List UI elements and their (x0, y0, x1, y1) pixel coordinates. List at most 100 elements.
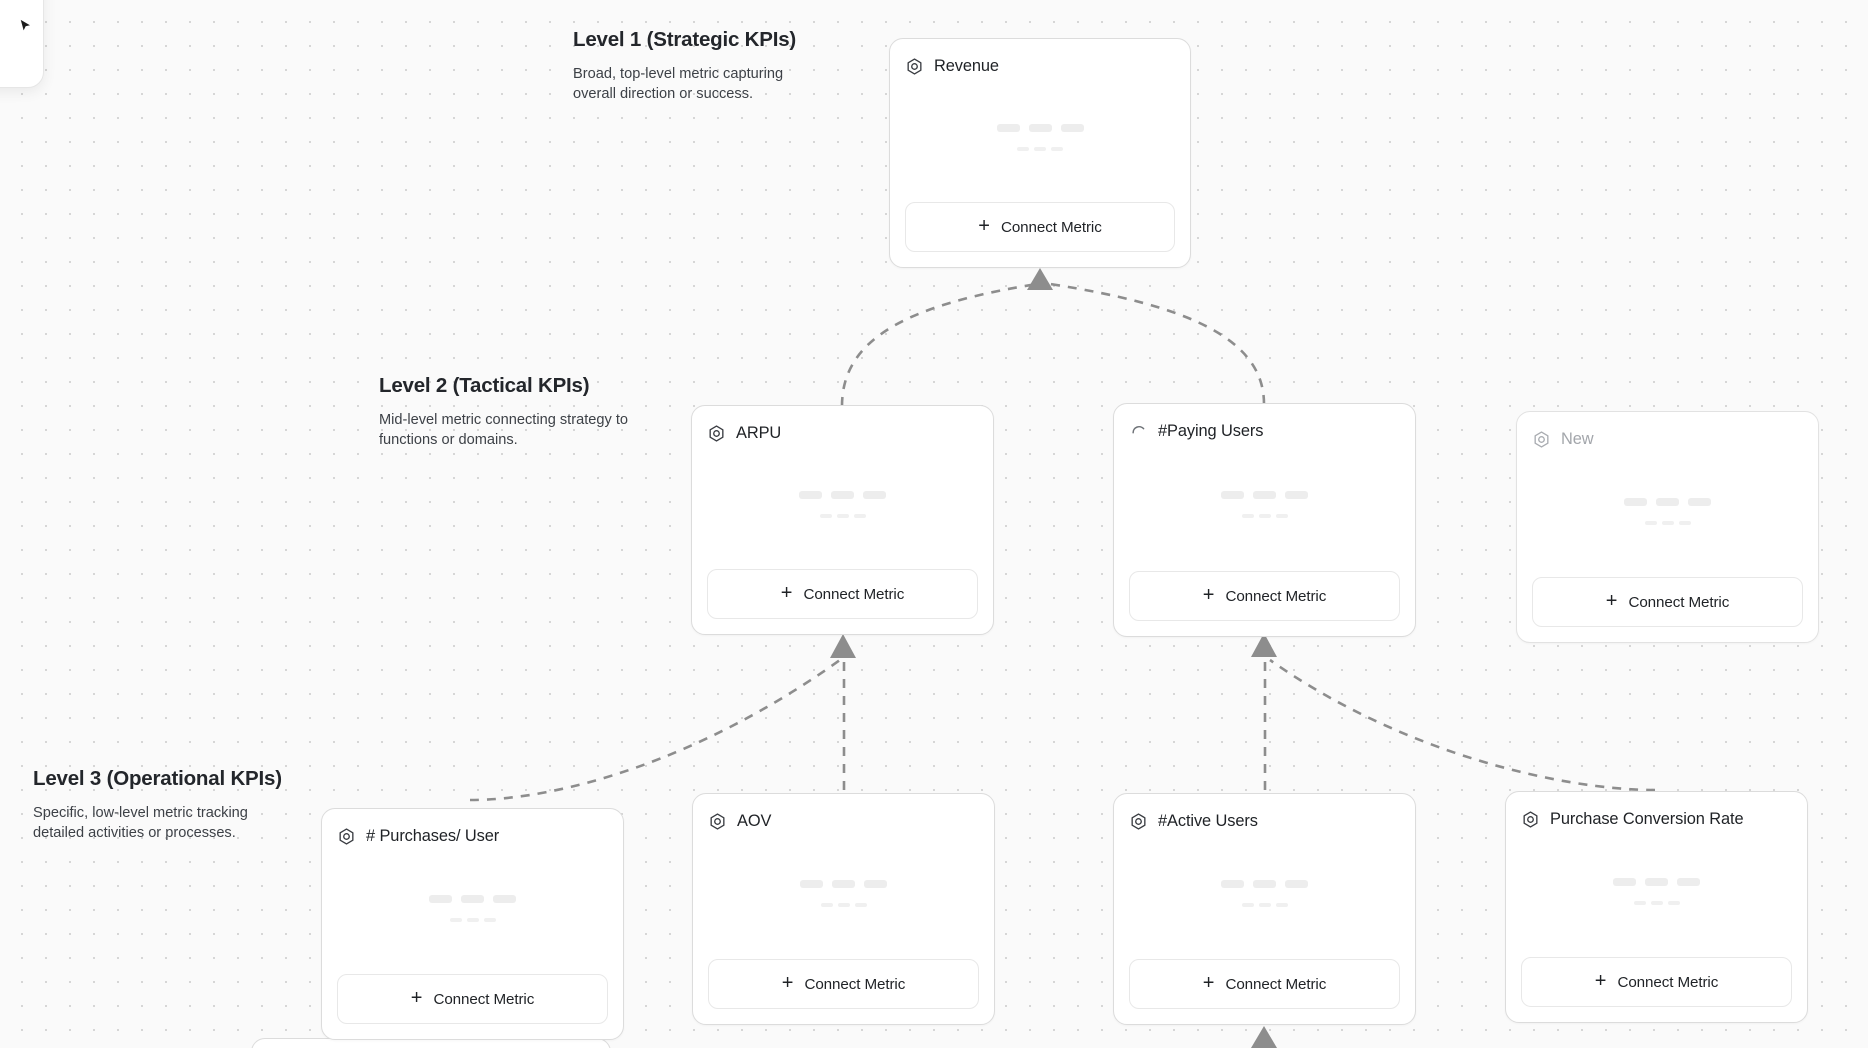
card-skeleton-body (707, 446, 978, 569)
plus-icon: + (781, 972, 794, 994)
skeleton-bar (1028, 124, 1052, 132)
connect-metric-button[interactable]: + Connect Metric (905, 202, 1175, 252)
metric-card-paying-users[interactable]: #Paying Users + Connect Metric (1113, 403, 1416, 637)
skeleton-row-small (449, 918, 496, 922)
connect-metric-label: Connect Metric (1617, 973, 1719, 991)
skeleton-row-small (820, 903, 867, 907)
skeleton-bar (853, 514, 866, 518)
metric-card-aov[interactable]: AOV + Connect Metric (692, 793, 995, 1025)
level-1-title: Level 1 (Strategic KPIs) (573, 28, 797, 51)
hexagon-metric-icon (907, 57, 922, 75)
skeleton-row-small (1241, 903, 1288, 907)
card-title: ARPU (736, 423, 782, 442)
skeleton-bar (1633, 901, 1646, 905)
hexagon-metric-icon (709, 424, 724, 442)
connect-metric-button[interactable]: + Connect Metric (708, 959, 979, 1009)
hexagon-metric-icon (710, 812, 725, 830)
edge-conversion-to-paying-users (1269, 658, 1656, 792)
skeleton-bar (799, 491, 822, 499)
arrowhead-below-active-users (1251, 1026, 1277, 1048)
skeleton-bar (449, 918, 462, 922)
plus-icon: + (1202, 584, 1215, 606)
skeleton-bar (996, 124, 1020, 132)
connect-metric-label: Connect Metric (1225, 975, 1327, 993)
card-skeleton-body (708, 834, 979, 959)
connect-metric-label: Connect Metric (1225, 587, 1327, 605)
card-title: #Paying Users (1158, 421, 1264, 440)
skeleton-bar (854, 903, 867, 907)
level-1-label: Level 1 (Strategic KPIs) Broad, top-leve… (573, 28, 833, 105)
hexagon-metric-icon (1131, 812, 1146, 830)
metric-card-purchase-conversion-rate[interactable]: Purchase Conversion Rate + Connect Metri… (1505, 791, 1808, 1023)
skeleton-row-small (1241, 514, 1288, 518)
skeleton-row-large (429, 895, 516, 903)
skeleton-bar (1258, 903, 1271, 907)
skeleton-bar (1667, 901, 1680, 905)
skeleton-bar (800, 880, 823, 888)
connect-metric-label: Connect Metric (1628, 593, 1730, 611)
skeleton-bar (836, 514, 849, 518)
edge-arpu-to-revenue (840, 282, 1038, 407)
card-skeleton-body (905, 79, 1175, 202)
arrowhead-revenue (1027, 268, 1053, 290)
connect-metric-button[interactable]: + Connect Metric (707, 569, 978, 619)
spinner-icon (1132, 425, 1145, 434)
skeleton-row-small (1633, 901, 1680, 905)
skeleton-bar (1241, 514, 1254, 518)
metric-card-active-users[interactable]: #Active Users + Connect Metric (1113, 793, 1416, 1025)
level-3-label: Level 3 (Operational KPIs) Specific, low… (33, 767, 293, 844)
connect-metric-button[interactable]: + Connect Metric (1532, 577, 1803, 627)
connect-metric-label: Connect Metric (433, 990, 535, 1008)
connect-metric-label: Connect Metric (803, 585, 905, 603)
card-header: Revenue (905, 53, 1175, 79)
card-header: #Paying Users (1129, 418, 1400, 444)
plus-icon: + (1202, 972, 1215, 994)
connect-metric-button[interactable]: + Connect Metric (1521, 957, 1792, 1007)
card-skeleton-body (1129, 444, 1400, 571)
skeleton-bar (1650, 901, 1663, 905)
skeleton-bar (831, 491, 854, 499)
card-title: Purchase Conversion Rate (1550, 809, 1744, 828)
card-title: # Purchases/ User (366, 826, 500, 845)
skeleton-bar (1613, 878, 1636, 886)
skeleton-row-small (1017, 147, 1063, 151)
skeleton-row-large (996, 124, 1084, 132)
card-skeleton-body (1532, 452, 1803, 577)
plus-icon: + (410, 987, 423, 1009)
card-title: AOV (737, 811, 772, 830)
card-header: New (1532, 426, 1803, 452)
metric-card-new[interactable]: New + Connect Metric (1516, 411, 1819, 643)
skeleton-bar (1688, 498, 1711, 506)
skeleton-bar (863, 491, 886, 499)
skeleton-bar (1624, 498, 1647, 506)
connect-metric-button[interactable]: + Connect Metric (337, 974, 608, 1024)
skeleton-row-large (1221, 880, 1308, 888)
skeleton-row-small (819, 514, 866, 518)
connect-metric-button[interactable]: + Connect Metric (1129, 571, 1400, 621)
card-header: AOV (708, 808, 979, 834)
metric-card-revenue[interactable]: Revenue + Connect Metric (889, 38, 1191, 268)
level-3-title: Level 3 (Operational KPIs) (33, 767, 282, 790)
skeleton-bar (1661, 521, 1674, 525)
skeleton-bar (493, 895, 516, 903)
skeleton-bar (1060, 124, 1084, 132)
skeleton-row-large (1221, 491, 1308, 499)
connect-metric-label: Connect Metric (1000, 218, 1102, 236)
connect-metric-label: Connect Metric (804, 975, 906, 993)
skeleton-bar (1645, 878, 1668, 886)
metric-card-arpu[interactable]: ARPU + Connect Metric (691, 405, 994, 635)
skeleton-bar (1644, 521, 1657, 525)
level-1-description: Broad, top-level metric capturing overal… (573, 65, 784, 103)
skeleton-row-large (799, 491, 886, 499)
level-2-title: Level 2 (Tactical KPIs) (379, 374, 590, 397)
connect-metric-button[interactable]: + Connect Metric (1129, 959, 1400, 1009)
floating-toolbar-panel[interactable] (0, 0, 44, 88)
skeleton-bar (1221, 491, 1244, 499)
plus-icon: + (1594, 970, 1607, 992)
skeleton-bar (837, 903, 850, 907)
hexagon-metric-icon (1523, 810, 1538, 828)
skeleton-bar (1034, 147, 1046, 151)
metric-card-purchases-per-user[interactable]: # Purchases/ User + Connect Metric (321, 808, 624, 1040)
skeleton-bar (864, 880, 887, 888)
